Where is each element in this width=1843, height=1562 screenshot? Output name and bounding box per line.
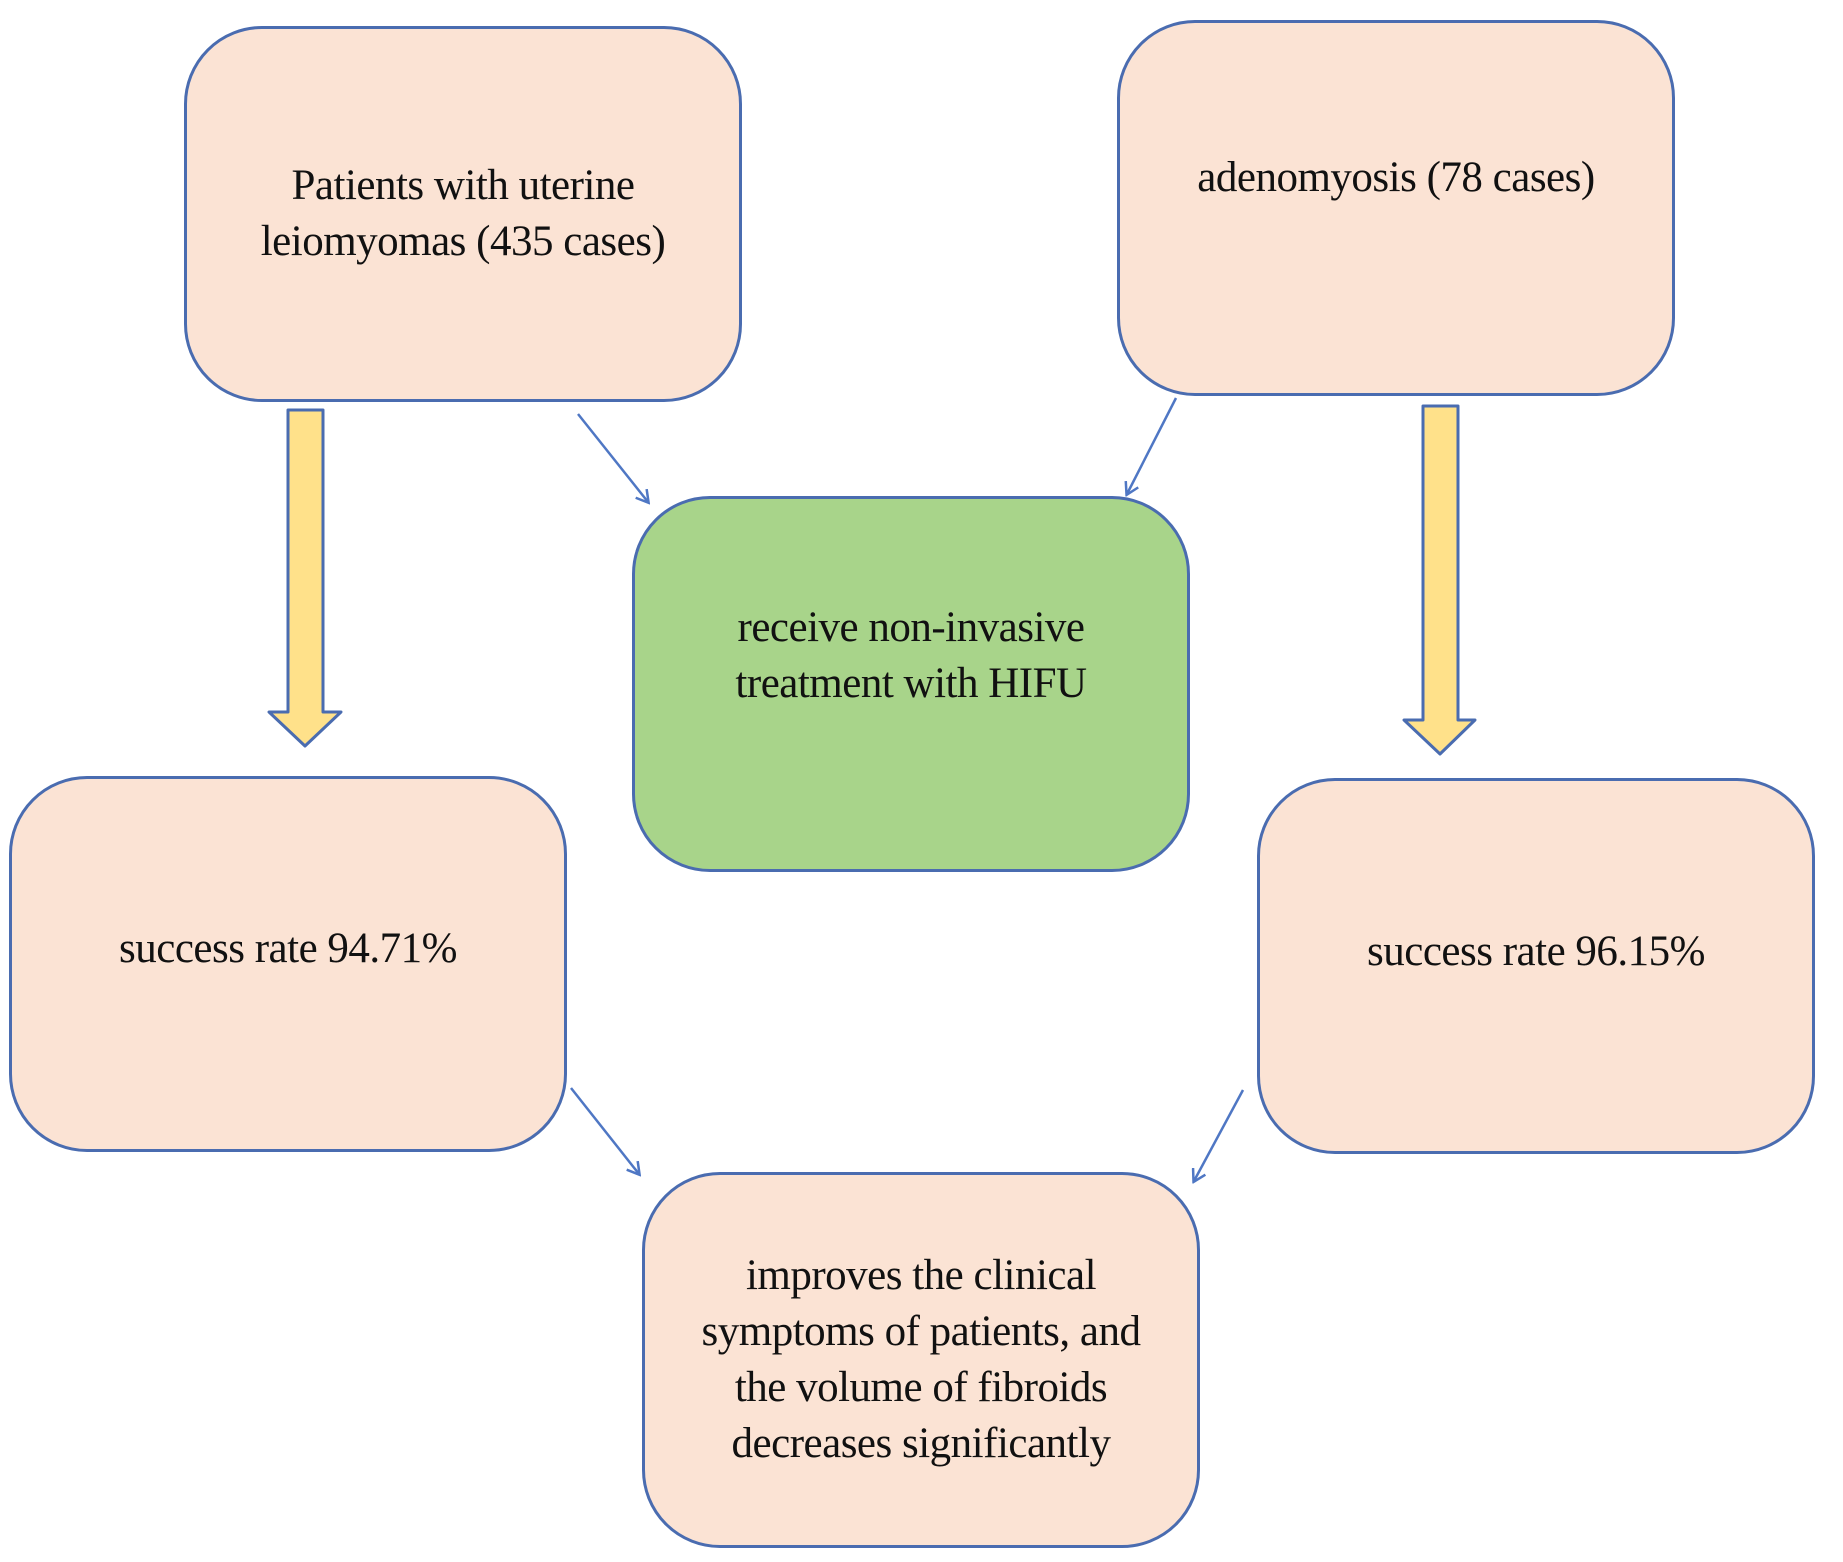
arrow-adenomyosis-to-hifu	[1127, 397, 1178, 494]
node-outcome: improves the clinical symptoms of patien…	[642, 1172, 1200, 1548]
arrow-leiomyomas-to-hifu	[577, 413, 648, 502]
arrow-success-left-to-outcome	[570, 1087, 639, 1174]
arrow-success-right-to-outcome	[1194, 1089, 1245, 1181]
node-success-left: success rate 94.71%	[9, 776, 567, 1152]
node-success-left-label: success rate 94.71%	[119, 925, 457, 973]
node-leiomyomas: Patients with uterine leiomyomas (435 ca…	[184, 26, 742, 402]
node-adenomyosis-label: adenomyosis (78 cases)	[1197, 154, 1595, 202]
node-leiomyomas-label: Patients with uterine leiomyomas (435 ca…	[260, 162, 666, 265]
node-success-right: success rate 96.15%	[1257, 778, 1815, 1154]
node-adenomyosis: adenomyosis (78 cases)	[1117, 20, 1675, 396]
node-success-right-label: success rate 96.15%	[1367, 928, 1705, 976]
node-hifu-label: receive non-invasive treatment with HIFU	[735, 604, 1087, 707]
node-hifu: receive non-invasive treatment with HIFU	[632, 496, 1190, 872]
node-outcome-label: improves the clinical symptoms of patien…	[701, 1252, 1141, 1467]
block-arrow-right	[1402, 404, 1477, 756]
block-arrow-left	[267, 408, 343, 748]
